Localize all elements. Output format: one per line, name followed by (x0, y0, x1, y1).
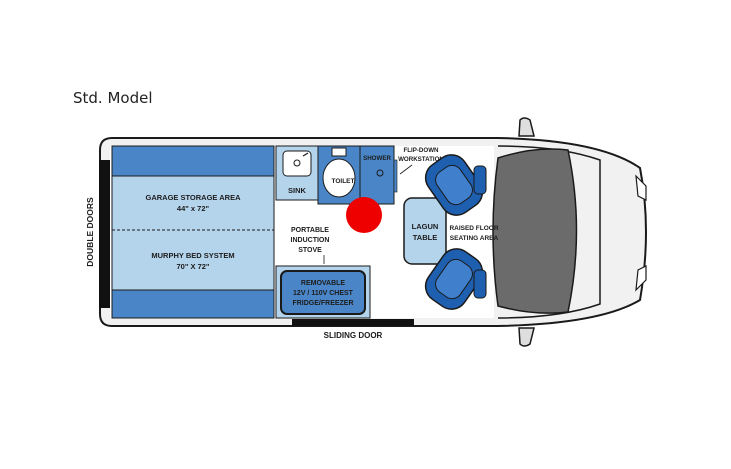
sink-basin (282, 150, 312, 177)
headlight-top (635, 174, 647, 201)
windshield (492, 148, 578, 314)
toilet-tank (331, 147, 347, 157)
workstation-panel (393, 159, 398, 193)
shower-label: SHOWER (363, 155, 391, 162)
faucet-icon (302, 152, 309, 157)
seating-label-1: RAISED FLOOR (449, 225, 498, 232)
shower-drain-icon (376, 169, 384, 177)
stove-label-2: INDUCTION (291, 237, 330, 244)
front-seat-top (424, 154, 487, 216)
workstation-label-1: FLIP-DOWN (403, 147, 439, 154)
cab-outline (497, 145, 601, 319)
garage-cabinet-bottom (111, 289, 275, 319)
workstation-label-2: WORKSTATION (398, 156, 444, 163)
garage-storage-area (111, 175, 275, 291)
bed-dims: 70" X 72" (177, 262, 210, 271)
rear-door-bar (99, 160, 110, 308)
rear-doors-label: DOUBLE DOORS (85, 197, 95, 267)
toilet-label: TOILET (332, 178, 355, 185)
toilet-icon (322, 158, 356, 198)
red-marker (346, 197, 382, 233)
fridge-label-1: REMOVABLE (301, 280, 346, 287)
model-label: Std. Model (73, 89, 153, 107)
sliding-door-label: SLIDING DOOR (324, 331, 383, 340)
fridge-freezer (280, 270, 366, 315)
lagun-table (403, 197, 447, 265)
garage-dims: 44" x 72" (177, 204, 210, 213)
bed-title: MURPHY BED SYSTEM (151, 251, 234, 260)
mirror-bottom (518, 327, 535, 347)
headlight-bottom (635, 265, 647, 292)
stove-label-1: PORTABLE (291, 227, 329, 234)
garage-title: GARAGE STORAGE AREA (145, 193, 241, 202)
fridge-label-3: FRIDGE/FREEZER (292, 300, 353, 307)
fridge-label-2: 12V / 110V CHEST (293, 290, 354, 297)
sliding-door-bar (292, 319, 414, 326)
garage-cabinet-top (111, 145, 275, 177)
table-label-1: LAGUN (412, 222, 439, 231)
sink-label: SINK (288, 186, 307, 195)
workstation-pointer (399, 164, 413, 175)
mirror-top (518, 117, 535, 137)
sink-drain-icon (293, 159, 301, 167)
seating-label-2: SEATING AREA (450, 235, 499, 242)
front-seat-bottom (424, 248, 487, 310)
stove-label-3: STOVE (298, 247, 322, 254)
table-label-2: TABLE (413, 233, 437, 242)
